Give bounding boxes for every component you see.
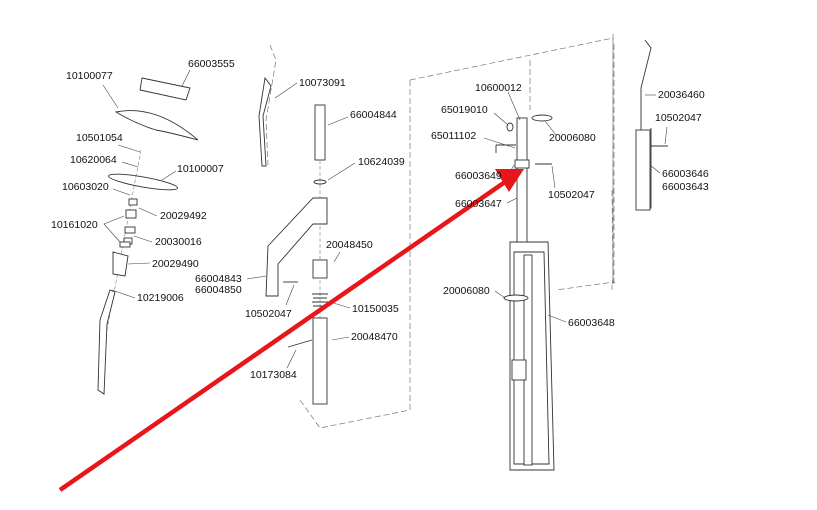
part-10100077 <box>114 110 199 141</box>
label-10501054: 10501054 <box>76 132 123 144</box>
part-20006080-low <box>503 294 529 302</box>
part-20048470 <box>312 317 328 405</box>
part-20029490 <box>112 251 129 277</box>
label-10620064: 10620064 <box>70 154 117 166</box>
label-20030016: 20030016 <box>155 236 202 248</box>
label-66004843: 66004843 <box>195 273 242 285</box>
label-10502047-mid: 10502047 <box>548 189 595 201</box>
part-bracket <box>511 359 527 381</box>
part-10173084 <box>287 339 313 348</box>
part-66003646 <box>635 129 651 211</box>
label-10100077: 10100077 <box>66 70 113 82</box>
rear-panel-left-edge <box>299 80 411 429</box>
label-66003647: 66003647 <box>455 198 502 210</box>
label-10219006: 10219006 <box>137 292 184 304</box>
left-panel-outline <box>265 44 277 166</box>
label-20006080-low: 20006080 <box>443 285 490 297</box>
label-20048470: 20048470 <box>351 331 398 343</box>
part-20048450 <box>312 259 328 279</box>
part-65019010 <box>506 122 514 132</box>
part-10100007 <box>108 173 178 191</box>
label-10073091: 10073091 <box>299 77 346 89</box>
label-66004844: 66004844 <box>350 109 397 121</box>
part-left-handle <box>97 289 116 395</box>
part-66003649 <box>514 159 530 169</box>
part-20006080-top <box>531 114 553 122</box>
label-10502047-left: 10502047 <box>245 308 292 320</box>
leader-lines <box>102 69 668 369</box>
label-10150035: 10150035 <box>352 303 399 315</box>
part-10161020a <box>124 226 136 234</box>
label-66004850: 66004850 <box>195 284 242 296</box>
part-10603020 <box>128 198 138 206</box>
part-66003555 <box>139 77 191 101</box>
label-10173084: 10173084 <box>250 369 297 381</box>
arrow-head-icon <box>495 169 524 192</box>
part-66003647 <box>516 117 528 249</box>
label-20006080-top: 20006080 <box>549 132 596 144</box>
label-66003643: 66003643 <box>662 181 709 193</box>
label-10161020: 10161020 <box>51 219 98 231</box>
part-65011102 <box>495 144 516 153</box>
label-10600012: 10600012 <box>475 82 522 94</box>
label-66003646: 66003646 <box>662 168 709 180</box>
label-66003649: 66003649 <box>455 170 502 182</box>
label-20029492: 20029492 <box>160 210 207 222</box>
label-10100007: 10100007 <box>177 163 224 175</box>
part-labels: 66003555 10100077 10073091 10600012 2003… <box>51 58 709 381</box>
part-10161020b <box>119 241 131 248</box>
label-10502047-right: 10502047 <box>655 112 702 124</box>
part-10073091 <box>258 76 272 167</box>
right-dash <box>555 44 615 291</box>
label-66003555: 66003555 <box>188 58 235 70</box>
label-20048450: 20048450 <box>326 239 373 251</box>
part-arm <box>265 197 328 297</box>
red-pointer-arrow <box>58 169 524 492</box>
arrow-shaft <box>58 180 507 492</box>
label-10603020: 10603020 <box>62 181 109 193</box>
rear-panel-bottom <box>611 189 616 290</box>
label-65019010: 65019010 <box>441 104 488 116</box>
label-20029490: 20029490 <box>152 258 199 270</box>
part-20029492 <box>125 209 137 219</box>
part-10150035 <box>312 293 328 307</box>
part-66004844 <box>314 104 326 161</box>
label-65011102: 65011102 <box>431 130 476 142</box>
label-66003648: 66003648 <box>568 317 615 329</box>
label-20036460: 20036460 <box>658 89 705 101</box>
label-10624039: 10624039 <box>358 156 405 168</box>
